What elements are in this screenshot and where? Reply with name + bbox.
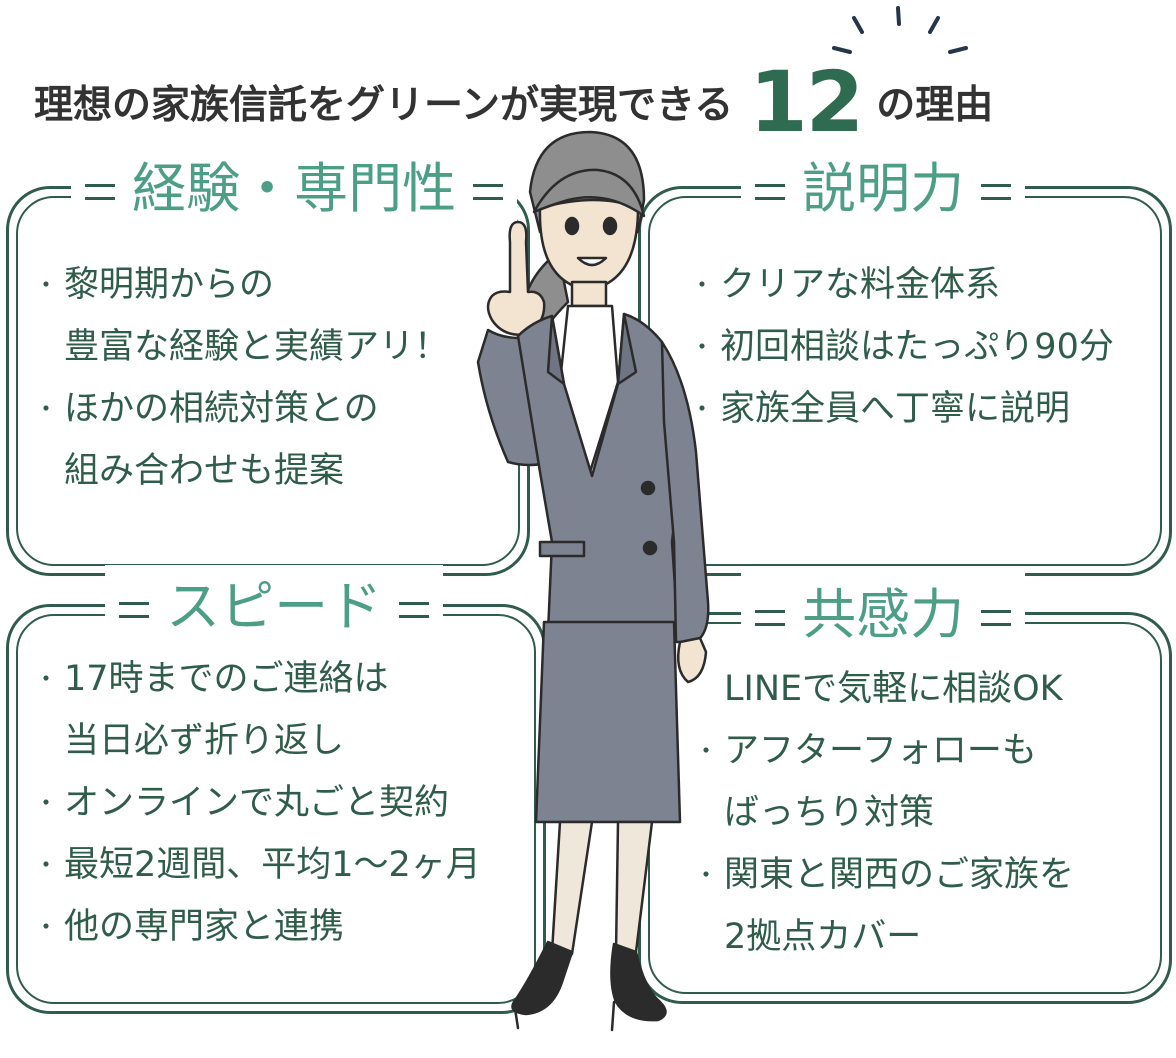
headline-suffix: の理由 [876,83,994,128]
list-item: ・初回相談はたっぷり90分 [690,327,1114,367]
title-deco-icon [85,184,115,201]
title-deco-icon [473,184,504,201]
list-item: ・最短2週間、平均1～2ヶ月 [34,845,481,885]
list-item: ・他の専門家と連携 [34,907,345,947]
explanation-list: ・クリアな料金体系 ・初回相談はたっぷり90分 ・家族全員へ丁寧に説明 [690,254,1114,440]
list-item: ・クリアな料金体系 [690,265,1001,305]
list-item: ・17時までのご連絡は [34,659,389,699]
list-item: ・関東と関西のご家族を [694,855,1075,895]
speed-title: スピード [105,565,444,649]
list-item: ・家族全員へ丁寧に説明 [690,389,1071,429]
list-item-continuation: ばっちり対策 [724,793,935,833]
headline-number: 12 [749,53,864,151]
headline-prefix: 理想の家族信託をグリーンが実現できる [34,83,734,128]
explanation-title-text: 説明力 [802,157,965,220]
title-deco-icon [119,602,149,619]
empathy-title: 共感力 [741,573,1026,657]
sparkle-rays-icon [832,6,968,54]
list-item: ・アフターフォローも [694,731,1037,771]
experience-title: 経験・専門性 [71,147,518,231]
empathy-title-text: 共感力 [802,583,965,646]
list-item-continuation: 組み合わせも提案 [64,451,345,491]
title-deco-icon [755,184,785,201]
list-item: ・黎明期からの [34,265,275,305]
experience-title-text: 経験・専門性 [132,157,457,220]
list-item-continuation: 当日必ず折り返し [64,721,345,761]
explanation-title: 説明力 [741,147,1026,231]
empathy-section: 共感力 [638,573,1172,1004]
list-item-continuation: 豊富な経験と実績アリ！ [64,327,450,367]
title-deco-icon [981,184,1012,201]
list-item: ・ほかの相続対策との [34,389,379,429]
speed-title-text: スピード [166,575,383,638]
list-item: ・オンラインで丸ごと契約 [34,783,450,823]
businesswoman-pointing-icon [476,130,710,1032]
title-deco-icon [399,602,430,619]
title-deco-icon [755,610,785,627]
list-item-continuation: 2拠点カバー [724,917,922,957]
empathy-list: LINEで気軽に相談OK ・アフターフォローも ばっちり対策 ・関東と関西のご家… [694,658,1074,968]
experience-list: ・黎明期からの 豊富な経験と実績アリ！ ・ほかの相続対策との 組み合わせも提案 [34,254,449,502]
list-item-continuation: LINEで気軽に相談OK [724,669,1063,709]
speed-list: ・17時までのご連絡は 当日必ず折り返し ・オンラインで丸ごと契約 ・最短2週間… [34,648,481,958]
page-headline: 理想の家族信託をグリーンが実現できる 12 の理由 [34,53,994,151]
title-deco-icon [981,610,1012,627]
